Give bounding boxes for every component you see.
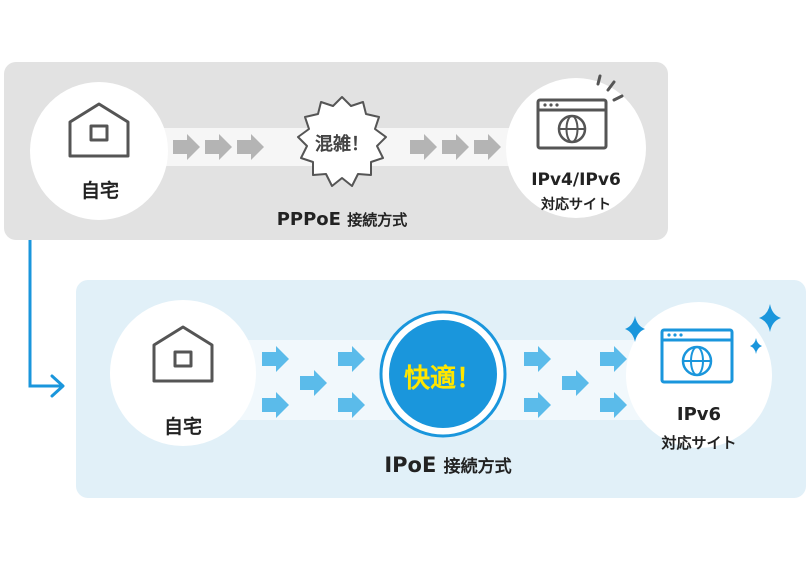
house-icon <box>68 102 130 158</box>
ipoe-method-suffix: 接続方式 <box>443 457 512 477</box>
starburst-badge <box>297 96 387 187</box>
browser-globe-icon <box>536 98 608 150</box>
browser-globe-icon <box>660 328 734 384</box>
sweat-mark-icon <box>596 74 624 102</box>
comfort-label: 快適！ <box>403 364 482 394</box>
ipoe-method-title: IPoE 接続方式 <box>338 452 558 477</box>
ipoe-arrows-left <box>262 346 365 418</box>
connector-line <box>28 240 62 388</box>
pppoe-method-title: PPPoE 接続方式 <box>232 209 452 230</box>
pppoe-home-label: 自宅 <box>80 180 119 202</box>
ipoe-site-label-2: 対応サイト <box>661 434 737 452</box>
house-icon <box>152 325 214 383</box>
pppoe-arrows-left <box>173 134 264 160</box>
ipoe-arrows-right <box>524 346 627 418</box>
ipoe-home-circle <box>110 300 256 446</box>
pppoe-site-label-2: 対応サイト <box>541 197 611 213</box>
congestion-label: 混雑！ <box>315 134 369 155</box>
pppoe-arrows-right <box>410 134 501 160</box>
pppoe-method-name: PPPoE <box>276 209 341 230</box>
comfort-badge-fill <box>389 320 497 428</box>
pppoe-method-suffix: 接続方式 <box>347 211 408 229</box>
connector-arrowhead <box>50 374 65 398</box>
pppoe-site-label-1: IPv4/IPv6 <box>531 170 621 190</box>
sparkle-icon <box>625 304 781 354</box>
ipoe-home-label: 自宅 <box>163 416 202 438</box>
ipoe-site-label-1: IPv6 <box>676 404 722 425</box>
ipoe-method-name: IPoE <box>384 453 437 477</box>
